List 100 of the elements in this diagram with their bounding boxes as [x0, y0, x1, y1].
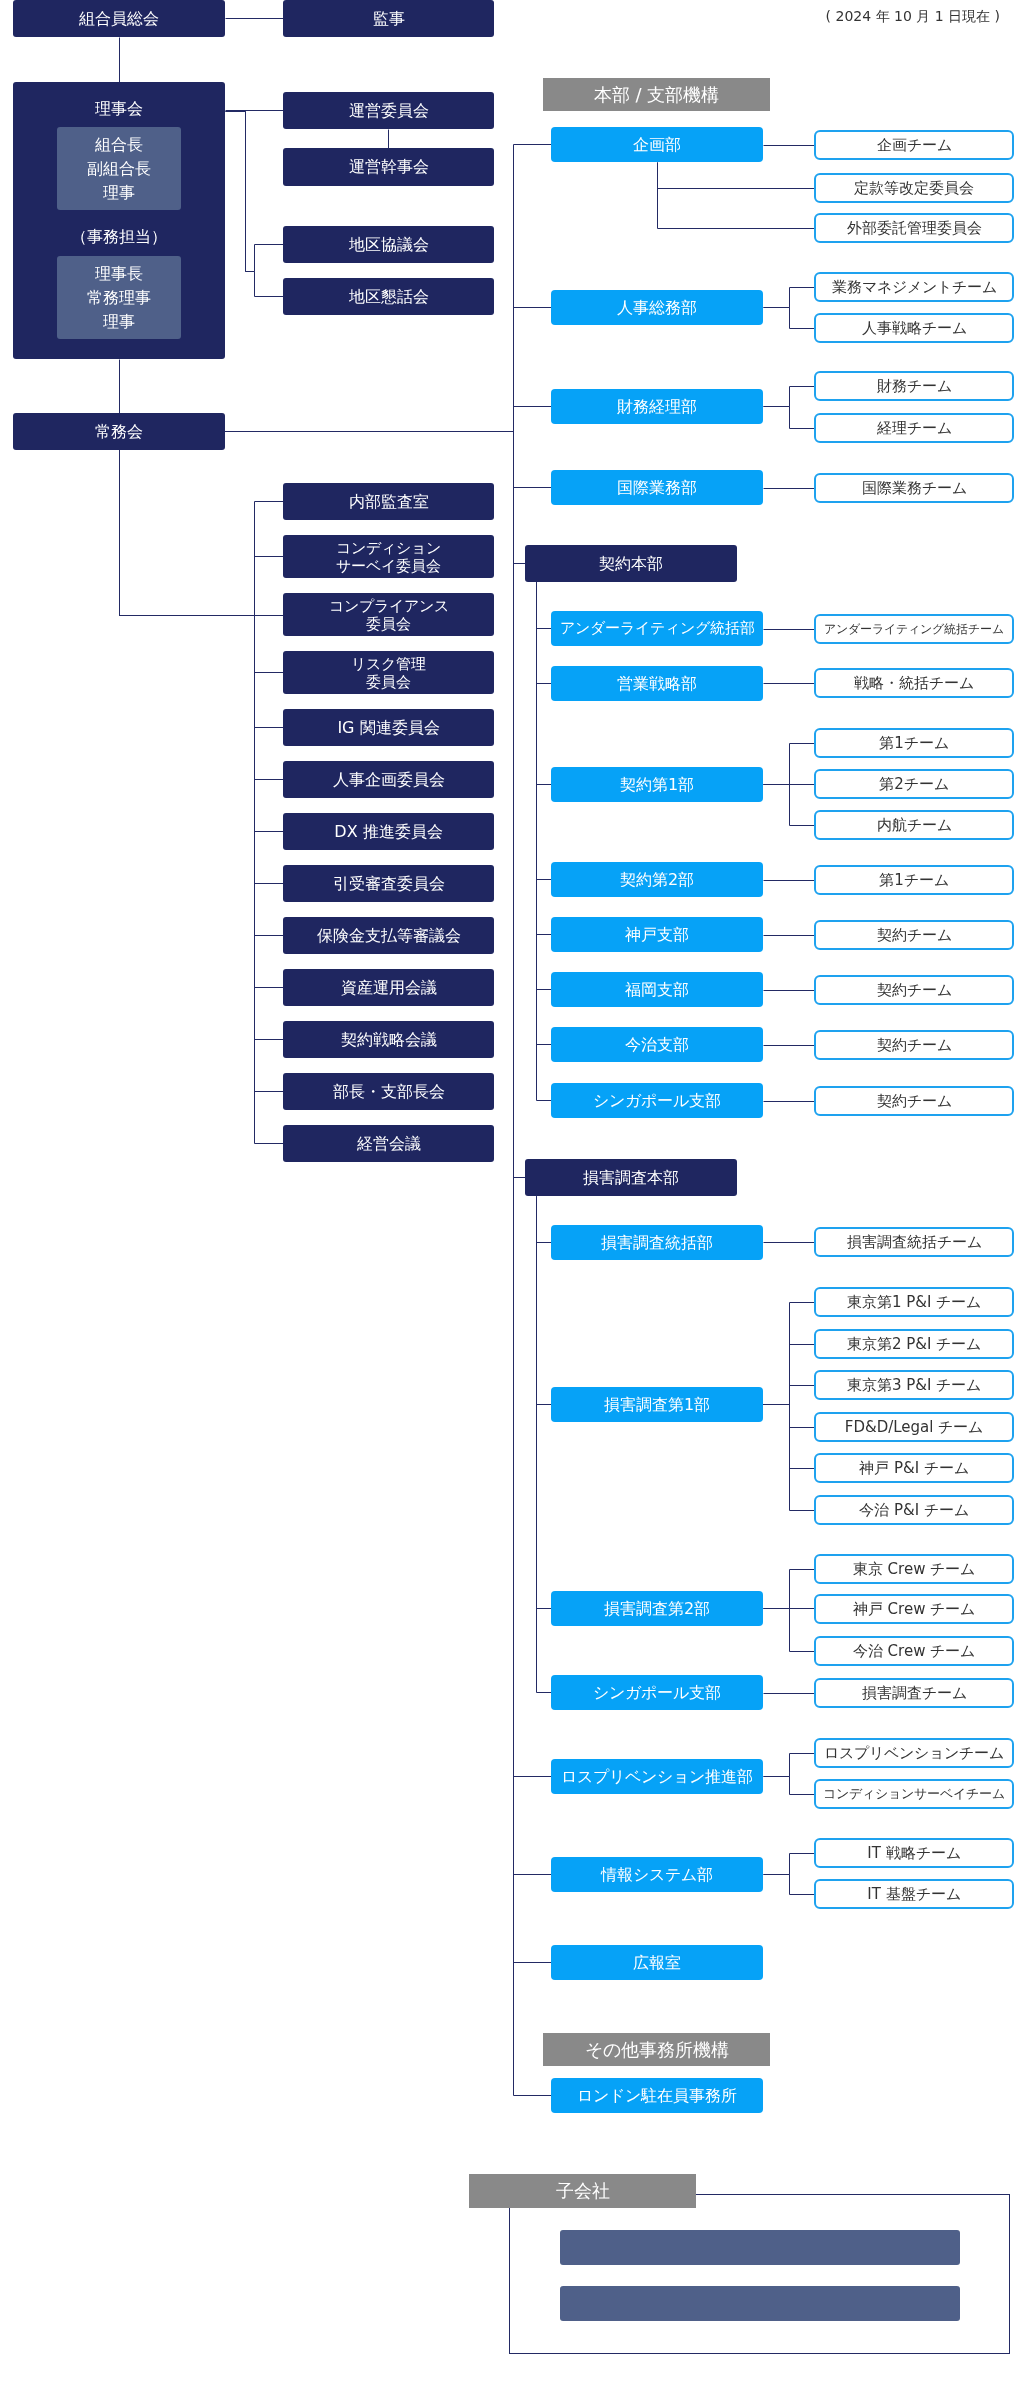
connector-line — [763, 1853, 815, 1895]
connector-line — [536, 1196, 552, 1693]
connector-line — [763, 386, 815, 429]
team-box: 契約チーム — [814, 1030, 1014, 1060]
unit-box: 監事 — [283, 0, 494, 37]
unit-box: 損害調査本部 — [525, 1159, 737, 1196]
unit-box: リスク管理委員会 — [283, 651, 494, 694]
department-box: 契約第1部 — [551, 767, 763, 802]
team-box: アンダーライティング統括チーム — [814, 614, 1014, 644]
role-name: 常務理事 — [87, 286, 151, 309]
connector-line — [763, 1101, 815, 1102]
team-box: 業務マネジメントチーム — [814, 272, 1014, 302]
connector-line — [763, 145, 815, 146]
connector-line — [225, 144, 552, 2096]
team-box: 内航チーム — [814, 810, 1014, 840]
role-name: 理事 — [103, 181, 135, 204]
unit-box: 運営幹事会 — [283, 148, 494, 186]
connector-line — [225, 111, 284, 297]
department-box: 情報システム部 — [551, 1857, 763, 1892]
department-box: シンガポール支部 — [551, 1675, 763, 1710]
team-box: 東京第1 P&I チーム — [814, 1287, 1014, 1317]
team-box: IT 戦略チーム — [814, 1838, 1014, 1868]
department-box: 損害調査第2部 — [551, 1591, 763, 1626]
department-box: 神戸支部 — [551, 917, 763, 952]
team-box: 契約チーム — [814, 975, 1014, 1005]
team-box: 東京第3 P&I チーム — [814, 1370, 1014, 1400]
team-box: IT 基盤チーム — [814, 1879, 1014, 1909]
unit-box: 部長・支部長会 — [283, 1073, 494, 1110]
department-box: 損害調査第1部 — [551, 1387, 763, 1422]
connector-line — [763, 1302, 815, 1511]
role-name: 理事 — [103, 310, 135, 333]
unit-box: コンディションサーベイ委員会 — [283, 535, 494, 578]
team-box: 第2チーム — [814, 769, 1014, 799]
heading-band: 子会社 — [469, 2174, 696, 2208]
heading-band: 本部 / 支部機構 — [543, 78, 770, 111]
team-box: 経理チーム — [814, 413, 1014, 443]
role-box — [57, 256, 181, 339]
team-box: 契約チーム — [814, 1086, 1014, 1116]
connector-line — [763, 743, 815, 826]
connector-line — [225, 18, 284, 19]
team-box: 今治 P&I チーム — [814, 1495, 1014, 1525]
connector-line — [763, 1693, 815, 1694]
connector-line — [225, 110, 284, 111]
unit-box: 人事企画委員会 — [283, 761, 494, 798]
unit-box: 地区協議会 — [283, 226, 494, 263]
team-box: 東京 Crew チーム — [814, 1554, 1014, 1584]
panel-heading: 理事会 — [95, 98, 143, 120]
connector-line — [763, 935, 815, 936]
department-box: 福岡支部 — [551, 972, 763, 1007]
role-box — [57, 127, 181, 210]
team-box: 神戸 P&I チーム — [814, 1453, 1014, 1483]
team-box: ロスプリベンションチーム — [814, 1738, 1014, 1768]
team-box: 外部委託管理委員会 — [814, 213, 1014, 243]
role-name: 副組合長 — [87, 157, 151, 180]
department-box: アンダーライティング統括部 — [551, 611, 763, 646]
role-name: 理事長 — [95, 262, 143, 285]
connector-line — [763, 488, 815, 489]
unit-box: IG 関連委員会 — [283, 709, 494, 746]
connector-line — [763, 629, 815, 630]
team-box: 東京第2 P&I チーム — [814, 1329, 1014, 1359]
department-box: 国際業務部 — [551, 470, 763, 505]
unit-box: 運営委員会 — [283, 92, 494, 129]
connector-line — [657, 162, 815, 229]
connector-line — [536, 582, 552, 1101]
team-box: 契約チーム — [814, 920, 1014, 950]
unit-box: 常務会 — [13, 413, 225, 450]
team-box: 第1チーム — [814, 728, 1014, 758]
team-box: 国際業務チーム — [814, 473, 1014, 503]
team-box: 戦略・統括チーム — [814, 668, 1014, 698]
connector-line — [763, 287, 815, 329]
connector-line — [763, 1569, 815, 1652]
team-box: 人事戦略チーム — [814, 313, 1014, 343]
unit-box: 内部監査室 — [283, 483, 494, 520]
department-box: 広報室 — [551, 1945, 763, 1980]
team-box: 財務チーム — [814, 371, 1014, 401]
team-box: 企画チーム — [814, 130, 1014, 160]
unit-box: 地区懇話会 — [283, 278, 494, 315]
department-box: ロンドン駐在員事務所 — [551, 2078, 763, 2113]
subsidiary-box — [560, 2230, 960, 2265]
team-box: 神戸 Crew チーム — [814, 1594, 1014, 1624]
connector-line — [763, 1753, 815, 1795]
team-box: FD&D/Legal チーム — [814, 1412, 1014, 1442]
department-box: 契約第2部 — [551, 862, 763, 897]
team-box: コンディションサーベイチーム — [814, 1779, 1014, 1809]
department-box: 損害調査統括部 — [551, 1225, 763, 1260]
date-note: ( 2024 年 10 月 1 日現在 ) — [825, 8, 1000, 26]
unit-box: 経営会議 — [283, 1125, 494, 1162]
team-box: 今治 Crew チーム — [814, 1636, 1014, 1666]
unit-box: DX 推進委員会 — [283, 813, 494, 850]
connector-line — [388, 129, 389, 149]
unit-box: 契約本部 — [525, 545, 737, 582]
panel-subheading: （事務担当） — [71, 226, 167, 248]
department-box: 人事総務部 — [551, 290, 763, 325]
connector-line — [763, 880, 815, 881]
department-box: ロスプリベンション推進部 — [551, 1759, 763, 1794]
subsidiary-box — [560, 2286, 960, 2321]
connector-line — [119, 450, 284, 1144]
connector-line — [763, 683, 815, 684]
department-box: 今治支部 — [551, 1027, 763, 1062]
unit-box: 契約戦略会議 — [283, 1021, 494, 1058]
